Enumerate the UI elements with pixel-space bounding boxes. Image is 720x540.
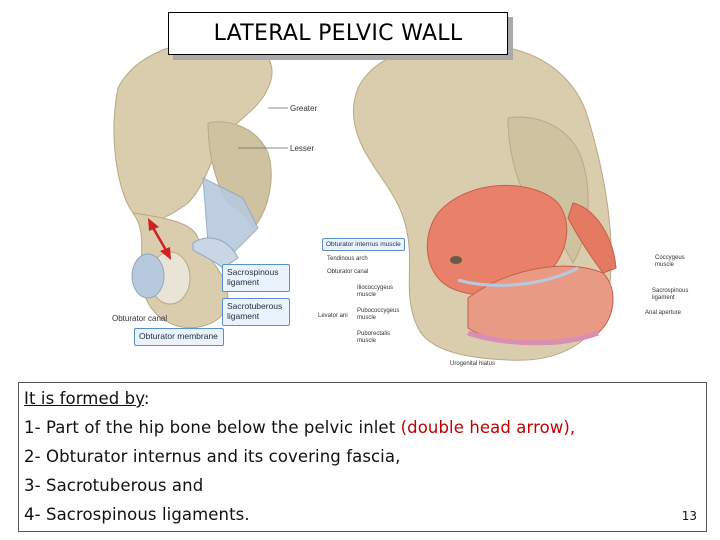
item-1: 1- Part of the hip bone below the pelvic… <box>24 418 575 437</box>
item-1-highlight: (double head arrow), <box>400 418 576 437</box>
label-obturator-membrane: Obturator membrane <box>134 328 224 346</box>
slide-number: 13 <box>681 509 697 523</box>
label-pubococcygeus: Pubococcygeus muscle <box>357 308 400 321</box>
item-2: 2- Obturator internus and its covering f… <box>24 447 401 466</box>
label-sacrotuberous-ligament: Sacrotuberous ligament <box>222 298 290 326</box>
right-anatomy-figure <box>318 28 691 370</box>
heading-line: It is formed by: <box>24 389 150 408</box>
slide-title: LATERAL PELVIC WALL <box>168 12 508 55</box>
heading-text: It is formed by <box>24 389 144 408</box>
label-sacrospinous-ligament: Sacrospinous ligament <box>222 264 290 292</box>
double-head-arrow <box>148 218 171 260</box>
content-text-box: It is formed by: 1- Part of the hip bone… <box>18 382 707 532</box>
hip-bone-illustration <box>113 39 288 329</box>
label-iliococcygeus: Iliococcygeus muscle <box>357 285 394 298</box>
heading-colon: : <box>143 389 150 408</box>
label-urogenital-hiatus: Urogenital hiatus <box>450 361 496 367</box>
left-anatomy-figure <box>108 28 320 350</box>
label-greater: Greater <box>290 104 318 113</box>
label-tendinous-arch: Tendinous arch <box>327 256 368 262</box>
label-obturator-canal-left: Obturator canal <box>112 314 168 323</box>
label-sacrospinous-right: Sacrospinous ligament <box>652 288 689 301</box>
item-1-text: 1- Part of the hip bone below the pelvic… <box>24 418 401 437</box>
label-obturator-canal-right: Obturator canal <box>327 269 369 275</box>
label-levator-ani: Levator ani <box>318 313 348 319</box>
pelvic-muscles-illustration <box>353 42 617 361</box>
item-4: 4- Sacrospinous ligaments. <box>24 505 250 524</box>
label-coccygeus: Coccygeus muscle <box>655 255 685 268</box>
label-lesser: Lesser <box>290 144 315 153</box>
item-3: 3- Sacrotuberous and <box>24 476 204 495</box>
label-anal-aperture: Anal aperture <box>645 310 682 316</box>
label-puborectalis: Puborectalis muscle <box>357 331 391 344</box>
label-obturator-internus: Obturator internus muscle <box>322 238 405 251</box>
